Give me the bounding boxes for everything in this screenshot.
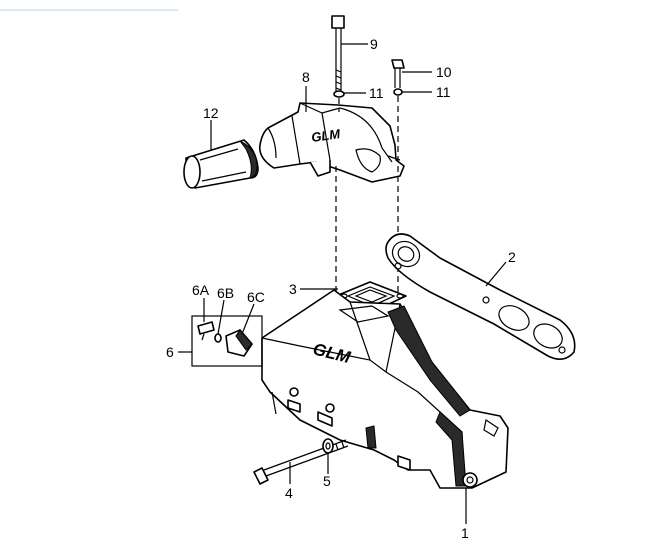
callout-6b: 6B [217,285,234,301]
part-12-sleeve [183,139,259,189]
callout-2: 2 [508,249,516,265]
callout-3: 3 [289,281,297,297]
callout-1: 1 [461,525,469,541]
part-8-elbow: GLM [258,102,405,183]
part-6-drain-kit [191,315,263,367]
callout-8: 8 [302,69,310,85]
callout-6c: 6C [247,289,265,305]
part-5-washer [322,438,334,454]
part-10-bolt [391,59,405,88]
callout-6a: 6A [192,282,210,298]
elbow-logo: GLM [310,126,342,145]
callout-11-right: 11 [436,84,451,100]
callout-4: 4 [285,485,293,501]
leader-lines [178,43,507,524]
callout-12: 12 [203,105,219,121]
callout-5: 5 [323,473,331,489]
callout-10: 10 [436,64,452,80]
callout-9: 9 [370,36,378,52]
part-2-exhaust-gasket [385,233,576,360]
part-1-manifold: GLM [261,289,509,489]
callout-6: 6 [166,344,174,360]
part-9-bolt [331,15,345,92]
part-4-bolt [253,439,349,485]
callout-labels: 9 10 11 11 8 12 2 3 6A 6B 6C 6 4 5 1 [166,36,516,541]
callout-11-left: 11 [369,85,384,101]
